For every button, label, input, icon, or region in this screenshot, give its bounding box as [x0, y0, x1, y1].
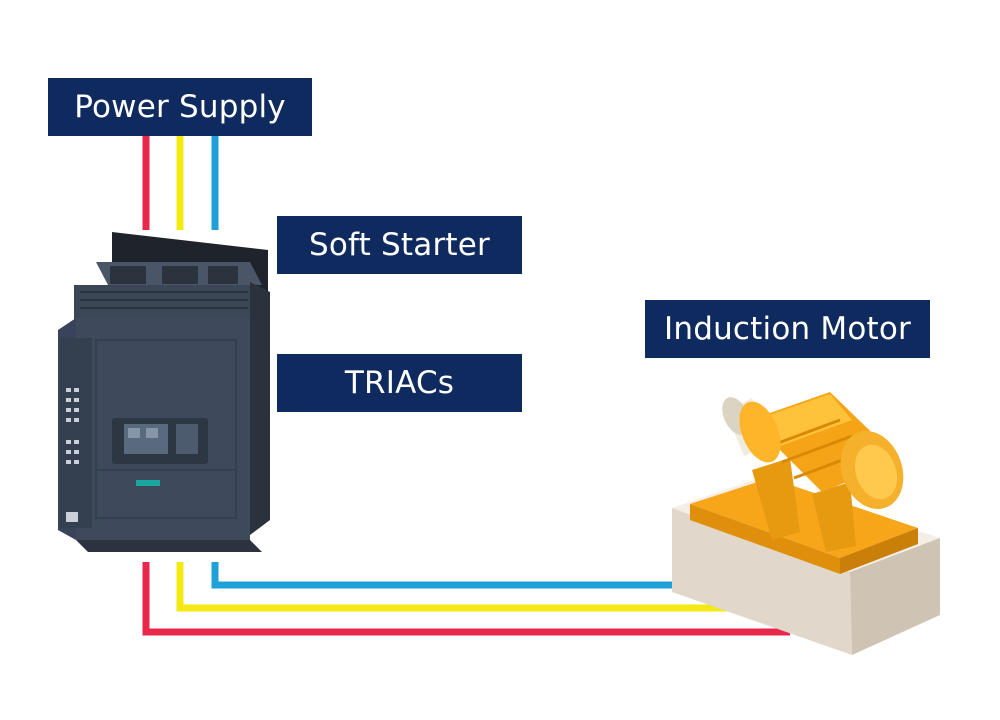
soft-starter-label: Soft Starter — [277, 216, 522, 274]
wire-l3-bottom — [211, 562, 760, 589]
induction-motor-label: Induction Motor — [645, 300, 930, 358]
induction-motor — [672, 392, 940, 655]
wire-l1-bottom — [142, 562, 790, 636]
wire-l2-bottom — [176, 562, 770, 612]
soft-starter-device — [58, 232, 270, 552]
supply-wires — [142, 136, 219, 230]
power-supply-label: Power Supply — [48, 78, 312, 136]
triacs-label: TRIACs — [277, 354, 522, 412]
motor-wires — [142, 562, 790, 636]
